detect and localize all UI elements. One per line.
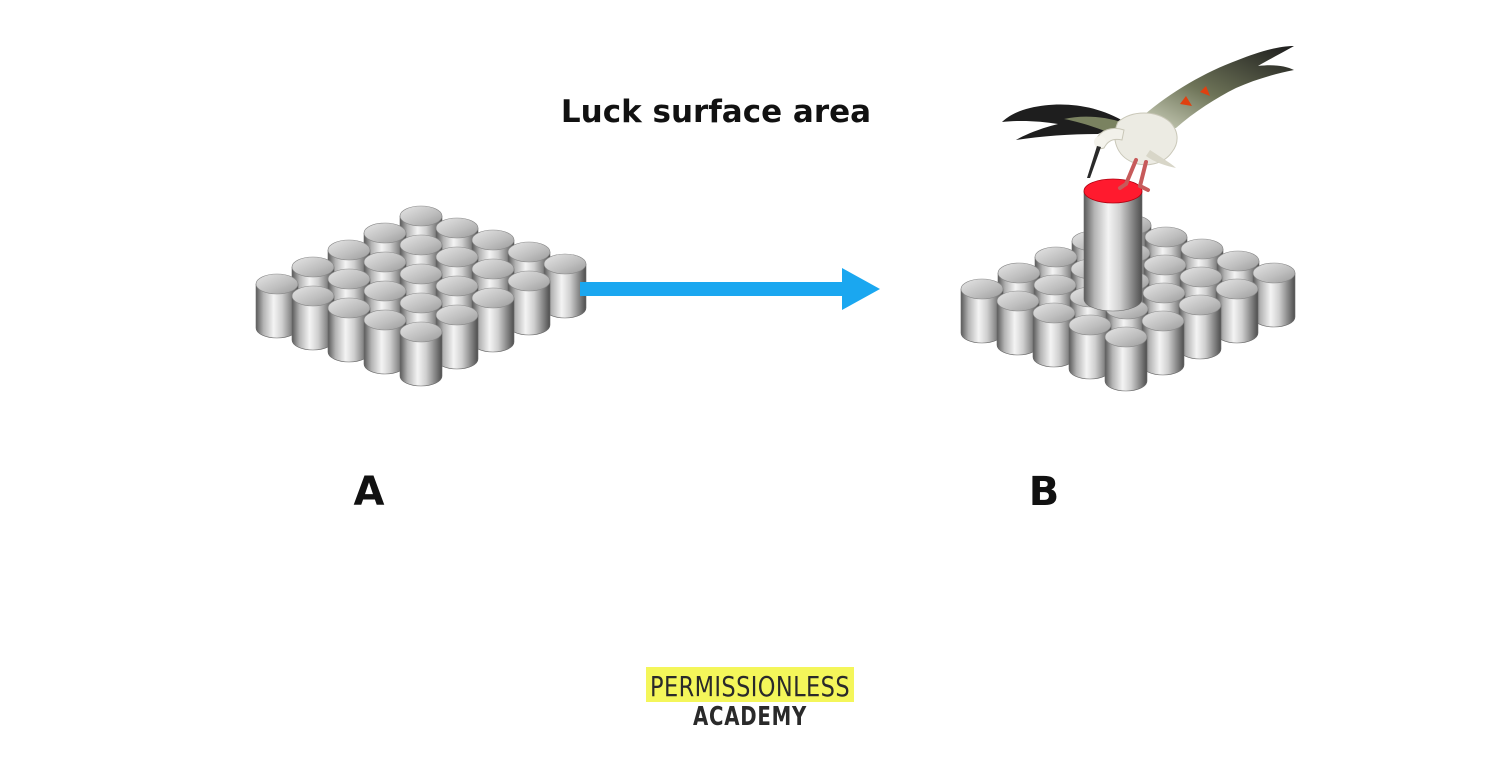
stork-beak (1087, 146, 1101, 178)
cylinder (1253, 263, 1295, 327)
stork-body (1115, 113, 1177, 165)
logo-line-2: ACADEMY (693, 702, 807, 732)
cylinder (1105, 327, 1147, 391)
raised-cylinder-top (1084, 179, 1142, 203)
cylinder-grid-a (256, 206, 586, 386)
cylinder-grid-b (961, 179, 1295, 391)
panel-label-b: B (1029, 469, 1060, 515)
permissionless-academy-logo: PERMISSIONLESS ACADEMY (646, 667, 854, 732)
arrow-shaft (580, 282, 846, 296)
cylinder (1179, 295, 1221, 359)
arrow-head (842, 268, 880, 310)
cylinder (1216, 279, 1258, 343)
raised-cylinder-body (1084, 191, 1142, 311)
panel-label-a: A (354, 469, 385, 515)
stork-icon (1002, 46, 1294, 190)
cylinder (400, 322, 442, 386)
diagram-title: Luck surface area (561, 94, 871, 130)
cylinder (1142, 311, 1184, 375)
transition-arrow (580, 268, 880, 310)
raised-cylinder (1084, 179, 1142, 311)
logo-line-1: PERMISSIONLESS (650, 670, 850, 703)
